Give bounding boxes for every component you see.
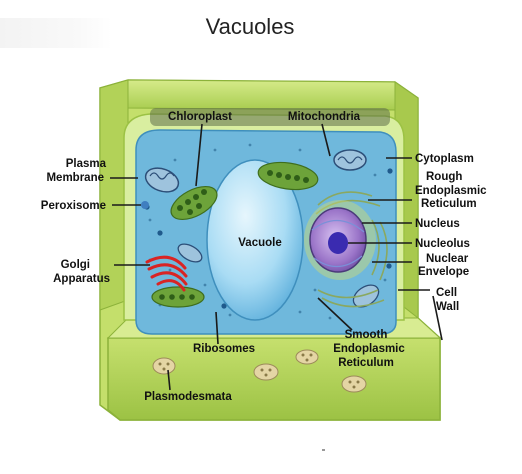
label-plasma-membrane-line1: Plasma	[66, 158, 107, 170]
mitochondrion-lower-right	[352, 284, 380, 308]
label-cell-wall-line2: Wall	[436, 301, 459, 313]
small-mark	[322, 449, 325, 451]
label-nuclear-envelope-line1: Nuclear	[426, 253, 469, 265]
mitochondrion-small	[177, 243, 203, 263]
label-smooth-er-line3: Reticulum	[338, 357, 394, 369]
chloroplast-upper-right	[257, 161, 319, 191]
chloroplast-top	[170, 185, 218, 221]
plasmodesmata	[152, 349, 367, 393]
label-chloroplast: Chloroplast	[168, 111, 232, 123]
mitochondrion-left	[144, 167, 180, 193]
vacuole	[206, 159, 304, 321]
label-nucleolus: Nucleolus	[415, 238, 470, 250]
label-smooth-er-line1: Smooth	[345, 329, 388, 341]
label-nuclear-envelope-line2: Envelope	[418, 266, 469, 278]
nucleus	[304, 200, 376, 280]
top-left-faded-area	[0, 18, 112, 48]
label-ribosomes: Ribosomes	[193, 343, 255, 355]
golgi-apparatus	[145, 255, 188, 292]
chloroplast-lower-left	[151, 286, 205, 308]
label-cell-wall-line1: Cell	[436, 287, 457, 299]
label-plasmodesmata: Plasmodesmata	[144, 391, 232, 403]
label-vacuole: Vacuole	[238, 237, 281, 249]
label-golgi-line1: Golgi	[61, 259, 90, 271]
label-rough-er-line1: Rough	[426, 171, 462, 183]
mitochondrion-right	[333, 149, 367, 171]
peroxisome	[141, 201, 149, 209]
label-smooth-er-line2: Endoplasmic	[333, 343, 405, 355]
nucleolus	[328, 232, 348, 254]
label-mitochondria: Mitochondria	[288, 111, 361, 123]
rough-endoplasmic-reticulum	[315, 191, 388, 308]
label-nucleus: Nucleus	[415, 218, 460, 230]
label-rough-er-line2: Endoplasmic	[415, 185, 487, 197]
label-rough-er-line3: Reticulum	[421, 198, 477, 210]
page-title: Vacuoles	[205, 14, 295, 39]
label-peroxisome: Peroxisome	[41, 200, 106, 212]
leader-lines	[110, 123, 443, 391]
label-plasma-membrane-line2: Membrane	[46, 172, 104, 184]
label-cytoplasm: Cytoplasm	[415, 153, 474, 165]
label-golgi-line2: Apparatus	[53, 273, 110, 285]
